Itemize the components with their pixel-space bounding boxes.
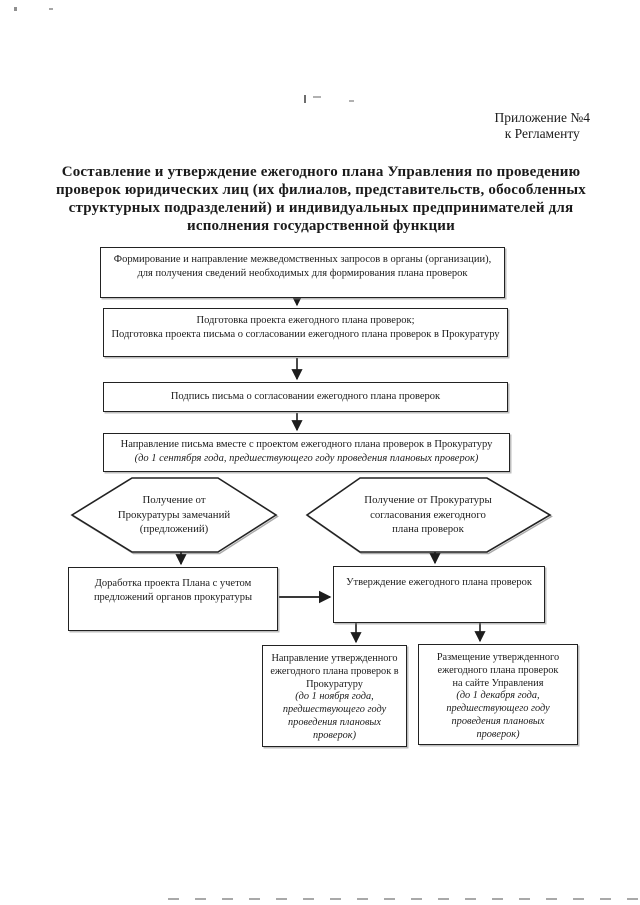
hex-text-line: (предложений) bbox=[139, 523, 209, 535]
hex-text-line: плана проверок bbox=[392, 523, 464, 535]
process-step-approve-plan: Утверждение ежегодного плана проверок bbox=[333, 566, 545, 623]
title-line: структурных подразделений) и индивидуаль… bbox=[68, 200, 574, 216]
step-text-line: Доработка проекта Плана с учетом bbox=[94, 578, 252, 589]
step-deadline-line: проверок) bbox=[312, 729, 357, 741]
step-text-line: предложений органов прокуратуры bbox=[93, 591, 253, 603]
appendix-line-2: к Регламенту bbox=[504, 125, 580, 141]
step-text-line: Подпись письма о согласовании ежегодного… bbox=[170, 391, 441, 402]
process-step-form-requests: Формирование и направление межведомствен… bbox=[100, 247, 505, 298]
step-deadline-line: проведения плановых bbox=[288, 716, 381, 728]
scan-artifact bbox=[313, 96, 321, 98]
hex-text-line: согласования ежегодного bbox=[370, 508, 486, 521]
decision-right-label: Получение от Прокуратуры согласования еж… bbox=[336, 493, 520, 537]
title-line: проверок юридических лиц (их филиалов, п… bbox=[56, 182, 586, 198]
document-title: Составление и утверждение ежегодного пла… bbox=[30, 163, 612, 235]
process-step-send-letter: Направление письма вместе с проектом еже… bbox=[103, 433, 510, 472]
step-deadline-line: предшествующего году bbox=[282, 704, 387, 716]
step-deadline-line: проверок) bbox=[476, 728, 520, 740]
step-text-line: ежегодного плана проверок bbox=[437, 664, 559, 676]
step-text-line: Формирование и направление межведомствен… bbox=[113, 254, 492, 265]
process-step-rework-plan: Доработка проекта Плана с учетом предлож… bbox=[68, 567, 278, 631]
decision-left-label: Получение от Прокуратуры замечаний (пред… bbox=[84, 493, 264, 537]
step-text-line: Размещение утвержденного bbox=[436, 652, 560, 663]
hex-text-line: Получение от bbox=[142, 494, 206, 506]
scan-artifact bbox=[14, 7, 17, 11]
step-deadline-line: проведения плановых bbox=[451, 715, 545, 727]
step-text-line: Подготовка проекта ежегодного плана пров… bbox=[196, 315, 415, 326]
appendix-line-1: Приложение №4 bbox=[494, 110, 590, 125]
process-step-sign-letter: Подпись письма о согласовании ежегодного… bbox=[103, 382, 508, 412]
step-deadline-line: (до 1 декабря года, bbox=[456, 690, 540, 702]
scan-artifact bbox=[349, 100, 354, 102]
title-line: Составление и утверждение ежегодного пла… bbox=[61, 164, 581, 180]
step-text-line: ежегодного плана проверок в bbox=[270, 665, 399, 677]
step-text-line: Направление утвержденного bbox=[271, 653, 398, 664]
process-step-send-approved-plan: Направление утвержденного ежегодного пла… bbox=[262, 645, 407, 747]
step-text-line: Направление письма вместе с проектом еже… bbox=[120, 439, 493, 450]
hex-text-line: Получение от Прокуратуры bbox=[364, 494, 492, 506]
scan-artifact-dashed-line bbox=[168, 898, 638, 900]
scan-artifact bbox=[49, 8, 53, 10]
step-text-line: на сайте Управления bbox=[452, 677, 544, 689]
step-deadline-note: (до 1 сентября года, предшествующего год… bbox=[134, 452, 479, 464]
appendix-note: Приложение №4 к Регламенту bbox=[495, 110, 590, 141]
step-deadline-line: (до 1 ноября года, bbox=[295, 691, 374, 703]
process-step-publish-plan: Размещение утвержденного ежегодного план… bbox=[418, 644, 578, 745]
step-text-line: Подготовка проекта письма о согласовании… bbox=[111, 328, 500, 340]
step-text-line: для получения сведений необходимых для ф… bbox=[137, 267, 468, 279]
step-text-line: Утверждение ежегодного плана проверок bbox=[346, 577, 532, 588]
scan-artifact bbox=[304, 95, 306, 103]
title-line: исполнения государственной функции bbox=[187, 218, 455, 234]
step-text-line: Прокуратуру bbox=[306, 678, 363, 690]
step-deadline-line: предшествующего году bbox=[446, 703, 550, 715]
hex-text-line: Прокуратуры замечаний bbox=[117, 508, 231, 521]
process-step-prepare-draft: Подготовка проекта ежегодного плана пров… bbox=[103, 308, 508, 357]
